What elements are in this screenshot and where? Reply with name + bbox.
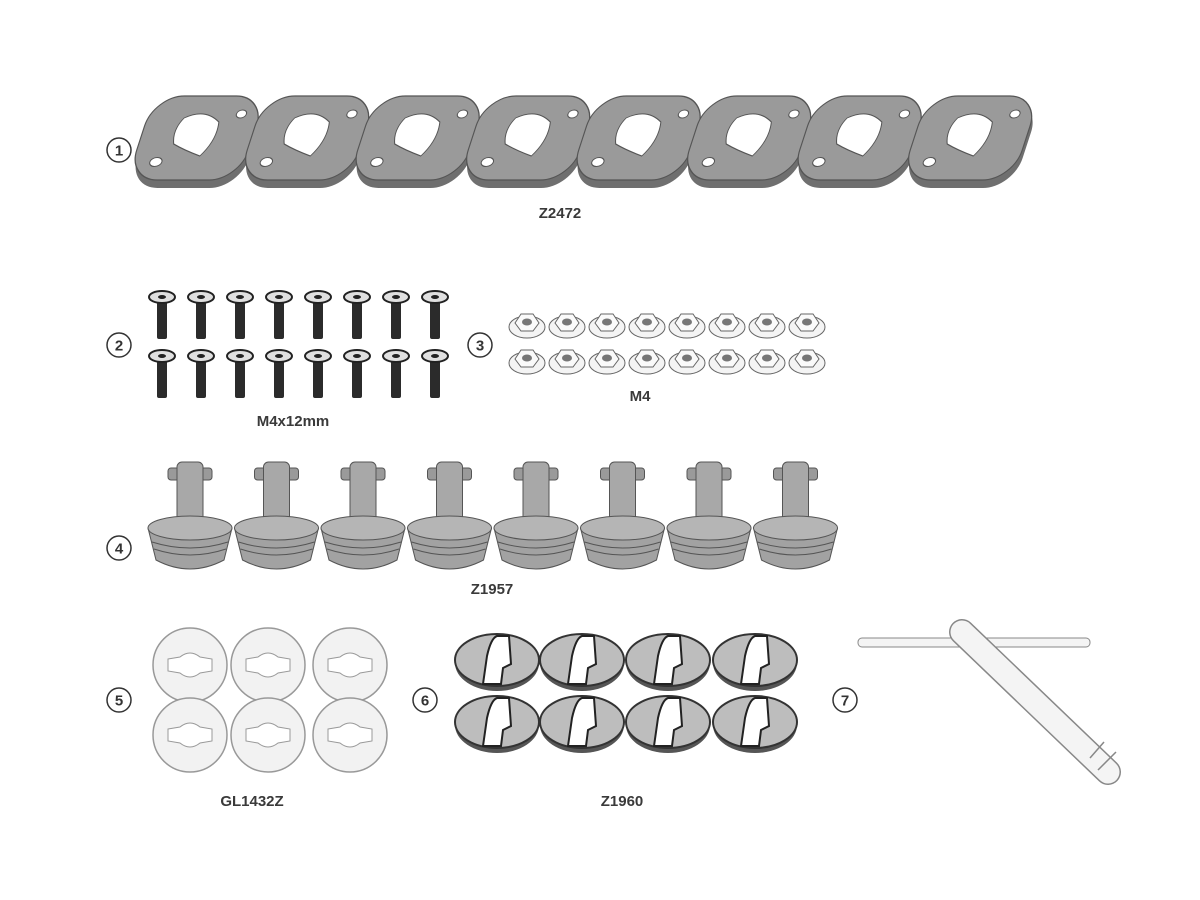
- rubber-plug: [406, 461, 493, 570]
- flange-nut: [508, 349, 546, 375]
- svg-text:2: 2: [115, 338, 123, 355]
- svg-text:3: 3: [476, 338, 484, 355]
- washer: [312, 627, 388, 703]
- flange-nut: [748, 313, 786, 339]
- mounting-plate: [908, 95, 1033, 188]
- mounting-plate: [355, 95, 481, 188]
- countersunk-screw: [421, 290, 449, 339]
- washer: [152, 627, 228, 703]
- washer: [312, 697, 388, 773]
- mounting-plate: [797, 95, 923, 188]
- countersunk-screw: [187, 290, 215, 339]
- mounting-plate: [134, 95, 260, 188]
- svg-text:7: 7: [841, 693, 849, 710]
- rubber-plug: [147, 461, 233, 570]
- countersunk-screw: [343, 349, 371, 398]
- spring-clip: [625, 633, 711, 691]
- spring-clip: [539, 695, 625, 753]
- part-number-6: 6: [412, 687, 438, 713]
- part-code-5: GL1432Z: [220, 793, 283, 810]
- part-code-6: Z1960: [601, 793, 644, 810]
- countersunk-screw: [382, 290, 410, 339]
- countersunk-screw: [187, 349, 215, 398]
- key-tool: [857, 619, 1121, 785]
- countersunk-screw: [148, 349, 176, 398]
- spring-clip: [454, 695, 540, 753]
- spring-clip: [454, 633, 540, 691]
- spring-clip: [712, 695, 798, 753]
- countersunk-screw: [265, 290, 293, 339]
- countersunk-screw: [304, 290, 332, 339]
- countersunk-screw: [148, 290, 176, 339]
- countersunk-screw: [382, 349, 410, 398]
- mounting-plate: [687, 95, 812, 188]
- part-number-2: 2: [106, 332, 132, 358]
- part-number-1: 1: [106, 137, 132, 163]
- part-code-4: Z1957: [471, 581, 514, 598]
- countersunk-screw: [343, 290, 371, 339]
- countersunk-screw: [304, 349, 332, 398]
- flange-nut: [668, 313, 706, 339]
- washer: [230, 627, 306, 703]
- washer: [230, 697, 306, 773]
- countersunk-screw: [226, 290, 254, 339]
- spring-clip: [539, 633, 625, 691]
- rubber-plug: [752, 461, 839, 570]
- countersunk-screw: [226, 349, 254, 398]
- flange-nut: [508, 313, 546, 339]
- flange-nut: [788, 313, 826, 339]
- flange-nut: [708, 313, 746, 339]
- mounting-plate: [245, 95, 370, 188]
- mounting-plate: [576, 95, 702, 188]
- flange-nut: [668, 349, 706, 375]
- part-number-3: 3: [467, 332, 493, 358]
- svg-text:4: 4: [115, 541, 124, 558]
- countersunk-screw: [421, 349, 449, 398]
- flange-nut: [588, 313, 626, 339]
- rubber-plug: [233, 461, 320, 570]
- washer: [152, 697, 228, 773]
- spring-clip: [625, 695, 711, 753]
- part-code-3: M4: [630, 388, 651, 405]
- flange-nut: [548, 313, 586, 339]
- flange-nut: [788, 349, 826, 375]
- rubber-plug: [493, 461, 579, 570]
- mounting-plate: [466, 95, 591, 188]
- part-code-2: M4x12mm: [257, 413, 330, 430]
- svg-text:5: 5: [115, 693, 123, 710]
- countersunk-screw: [265, 349, 293, 398]
- part-number-5: 5: [106, 687, 132, 713]
- spring-clip: [712, 633, 798, 691]
- part-code-1: Z2472: [539, 205, 582, 222]
- flange-nut: [708, 349, 746, 375]
- part-number-7: 7: [832, 687, 858, 713]
- flange-nut: [628, 349, 666, 375]
- part-number-4: 4: [106, 535, 132, 561]
- flange-nut: [588, 349, 626, 375]
- svg-text:1: 1: [115, 143, 123, 160]
- rubber-plug: [579, 461, 666, 570]
- svg-text:6: 6: [421, 693, 429, 710]
- rubber-plug: [320, 461, 406, 570]
- flange-nut: [628, 313, 666, 339]
- flange-nut: [548, 349, 586, 375]
- flange-nut: [748, 349, 786, 375]
- rubber-plug: [666, 461, 752, 570]
